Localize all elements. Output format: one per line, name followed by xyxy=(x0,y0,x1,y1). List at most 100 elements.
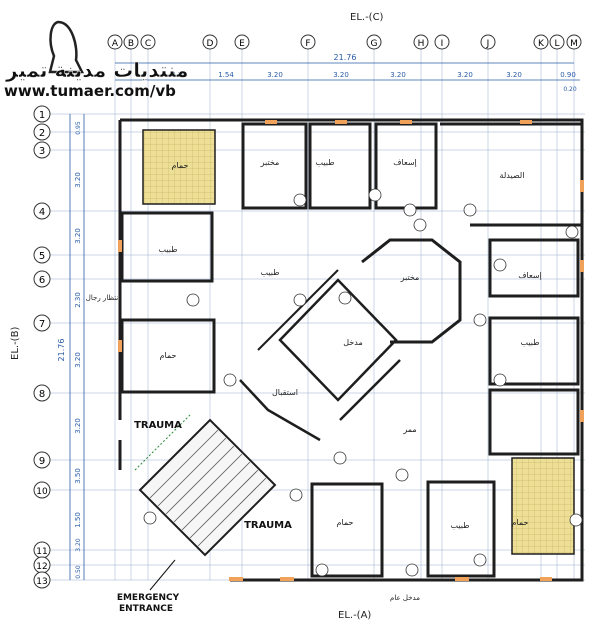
top-dimension-string: 21.76 3.20 1.54 3.20 3.20 3.20 3.20 3.20… xyxy=(115,53,580,93)
toilet-block-top-left xyxy=(142,129,216,205)
svg-text:3: 3 xyxy=(39,146,45,157)
svg-text:7: 7 xyxy=(39,319,45,330)
svg-text:13: 13 xyxy=(36,577,47,587)
elevation-bottom-label: EL.-(A) xyxy=(338,610,371,621)
elevation-top-label: EL.-(C) xyxy=(350,12,384,23)
grid-bubble-L: L xyxy=(549,34,565,50)
grid-bubble-H: H xyxy=(413,34,429,50)
building-outer-walls xyxy=(118,118,584,582)
svg-text:9: 9 xyxy=(39,456,45,467)
svg-text:6: 6 xyxy=(39,275,45,286)
emergency-label: EMERGENCY xyxy=(117,593,180,603)
svg-text:1.54: 1.54 xyxy=(218,71,234,79)
room-label: مختبر xyxy=(260,158,280,167)
svg-text:3.20: 3.20 xyxy=(74,172,82,188)
room-label: مختبر xyxy=(400,273,420,282)
svg-text:M: M xyxy=(570,39,578,49)
room-label: حمام xyxy=(337,518,354,527)
svg-text:3.20: 3.20 xyxy=(457,71,473,79)
room-label: طبيب xyxy=(158,245,177,254)
grid-bubble-J: J xyxy=(480,34,496,50)
grid-bubble-D: D xyxy=(202,34,218,50)
svg-text:1: 1 xyxy=(39,110,45,121)
room-label: إسعاف xyxy=(393,158,417,168)
grid-bubble-M: M xyxy=(566,34,582,50)
room-label: طبيب xyxy=(315,158,334,167)
room-label: حمام xyxy=(172,161,189,170)
room-label: طبيب xyxy=(520,338,539,347)
svg-text:3.20: 3.20 xyxy=(267,71,283,79)
row-grid-bubbles: 1 2 3 4 5 6 7 8 9 10 11 12 13 xyxy=(33,105,51,589)
grid-bubble-1: 1 xyxy=(33,105,51,123)
grid-bubble-11: 11 xyxy=(33,541,51,559)
svg-text:1.50: 1.50 xyxy=(74,512,82,528)
room-label: الصيدلة xyxy=(500,171,525,180)
room-label: استقبال xyxy=(272,388,298,397)
svg-text:0.50: 0.50 xyxy=(75,565,82,579)
grid-bubble-E: E xyxy=(234,34,250,50)
grid-bubble-B: B xyxy=(123,34,139,50)
entrance-label: ENTRANCE xyxy=(119,604,173,614)
room-label: ممر xyxy=(402,425,416,434)
svg-text:3.20: 3.20 xyxy=(506,71,522,79)
waiting-area-label: انتظار رجال xyxy=(86,294,120,302)
emergency-ramp xyxy=(134,414,277,557)
equipment-tags xyxy=(143,188,583,577)
entrance-leader-line xyxy=(149,559,176,591)
room-label: إسعاف xyxy=(518,271,542,281)
svg-text:D: D xyxy=(207,39,214,49)
svg-text:L: L xyxy=(554,39,559,49)
svg-text:I: I xyxy=(441,39,444,49)
svg-text:G: G xyxy=(371,39,378,49)
room-label: طبيب xyxy=(450,521,469,530)
svg-text:0.20: 0.20 xyxy=(563,86,577,93)
forum-logo xyxy=(48,20,85,74)
watermark-url: www.tumaer.com/vb xyxy=(4,82,176,100)
grid-bubble-12: 12 xyxy=(33,556,51,574)
grid-bubble-9: 9 xyxy=(33,451,51,469)
svg-text:E: E xyxy=(239,39,245,49)
trauma-label-lower: TRAUMA xyxy=(244,520,292,531)
grid-bubble-2: 2 xyxy=(33,123,51,141)
svg-text:K: K xyxy=(538,39,545,49)
lobby-label: مدخل عام xyxy=(390,594,420,602)
svg-text:0.90: 0.90 xyxy=(560,71,576,79)
svg-text:C: C xyxy=(145,39,151,49)
svg-text:2: 2 xyxy=(39,128,45,139)
svg-text:3.20: 3.20 xyxy=(74,418,82,434)
row-grid-lines xyxy=(50,113,585,581)
svg-text:0.95: 0.95 xyxy=(75,121,82,135)
svg-text:12: 12 xyxy=(36,562,47,572)
grid-bubble-4: 4 xyxy=(33,202,51,220)
svg-text:5: 5 xyxy=(39,251,45,262)
door-openings xyxy=(118,120,584,581)
overall-height-dimension: 21.76 xyxy=(57,339,66,362)
svg-text:3.20: 3.20 xyxy=(75,538,82,552)
left-dimension-string: 21.76 0.95 3.20 3.20 2.30 3.20 3.20 3.50… xyxy=(57,114,85,580)
grid-bubble-K: K xyxy=(533,34,549,50)
elevation-left-label: EL.-(B) xyxy=(10,327,21,360)
svg-text:3.20: 3.20 xyxy=(333,71,349,79)
overall-width-dimension: 21.76 xyxy=(334,53,357,62)
room-labels: طبيب مختبر إسعاف الصيدلة طبيب حمام طبيب … xyxy=(158,158,541,530)
room-label: حمام xyxy=(512,518,529,527)
grid-bubble-13: 13 xyxy=(33,571,51,589)
svg-text:3.20: 3.20 xyxy=(74,352,82,368)
grid-bubble-C: C xyxy=(140,34,156,50)
grid-bubble-F: F xyxy=(300,34,316,50)
column-grid-bubbles: A B C D E F G H I J K L M xyxy=(107,34,582,50)
watermark-arabic-text: منتديات مدينة تمير xyxy=(6,58,189,83)
grid-bubble-10: 10 xyxy=(33,481,51,499)
svg-text:2.30: 2.30 xyxy=(74,292,82,308)
grid-bubble-6: 6 xyxy=(33,270,51,288)
svg-text:3.20: 3.20 xyxy=(390,71,406,79)
room-walls xyxy=(120,122,584,578)
svg-text:4: 4 xyxy=(39,207,45,218)
grid-bubble-G: G xyxy=(366,34,382,50)
grid-bubble-5: 5 xyxy=(33,246,51,264)
svg-text:3.20: 3.20 xyxy=(74,228,82,244)
svg-text:10: 10 xyxy=(36,487,48,497)
svg-text:3.20: 3.20 xyxy=(171,71,187,79)
grid-bubble-I: I xyxy=(434,34,450,50)
